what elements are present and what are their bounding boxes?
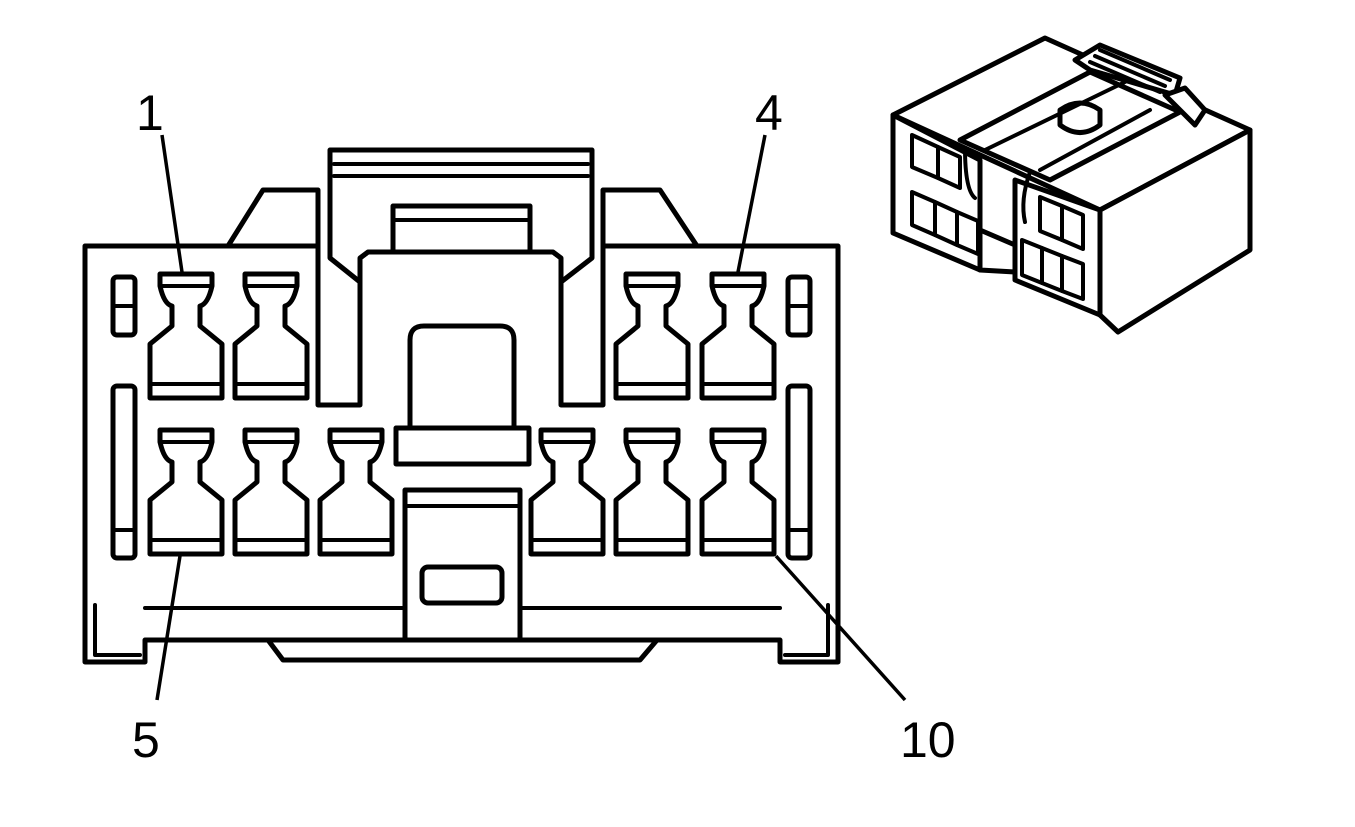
- pin-label-1: 1: [136, 85, 164, 141]
- iso-windows-left: [910, 133, 980, 256]
- lock-bar: [393, 425, 532, 467]
- terminal-cavities: [147, 271, 777, 557]
- connector-face-view: 1 4 5 10: [82, 85, 956, 768]
- terminal-cavity: [528, 427, 606, 557]
- right-foot: [783, 603, 830, 657]
- terminal-cavity: [699, 271, 777, 401]
- iso-windows-right: [1020, 195, 1085, 301]
- connector-isometric-view: [890, 35, 1253, 335]
- pin-label-5: 5: [132, 712, 160, 768]
- leader-line-pin4: [736, 134, 767, 273]
- right-shoulder: [600, 187, 700, 249]
- terminal-cavity: [613, 271, 691, 401]
- left-keys: [110, 274, 138, 561]
- pin-label-4: 4: [755, 85, 783, 141]
- leader-line-pin1: [160, 134, 184, 273]
- terminal-cavity: [613, 427, 691, 557]
- latch-window: [390, 203, 533, 255]
- left-shoulder: [225, 187, 321, 249]
- terminal-cavity: [232, 271, 310, 401]
- center-slot-window: [419, 564, 505, 606]
- terminal-cavity: [147, 271, 225, 401]
- terminal-cavity: [232, 427, 310, 557]
- right-keys: [785, 274, 813, 561]
- lock-tongue: [407, 323, 517, 433]
- iso-latch: [957, 42, 1208, 224]
- terminal-cavity: [317, 427, 395, 557]
- iso-step: [977, 227, 1018, 275]
- leader-line-pin10: [774, 554, 907, 702]
- leader-line-pin5: [155, 555, 182, 701]
- left-foot: [93, 603, 142, 657]
- iso-side: [1097, 127, 1253, 335]
- bottom-key: [265, 637, 660, 663]
- terminal-cavity: [147, 427, 225, 557]
- pin-label-10: 10: [900, 712, 956, 768]
- terminal-cavity: [699, 427, 777, 557]
